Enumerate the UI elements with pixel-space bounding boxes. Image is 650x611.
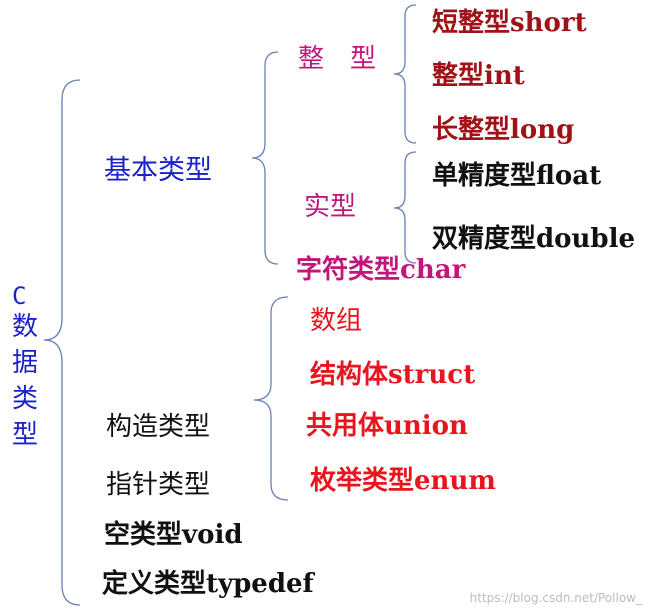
root-brace bbox=[43, 79, 81, 606]
root-label-xing: 型 bbox=[12, 420, 39, 450]
float-type-label: 单精度型float bbox=[432, 161, 602, 191]
constructed-types-label: 构造类型 bbox=[106, 412, 211, 442]
array-type-label: 数组 bbox=[310, 306, 363, 336]
enum-type-label: 枚举类型enum bbox=[310, 466, 496, 496]
long-type-label: 长整型long bbox=[432, 115, 575, 145]
root-label-lei: 类 bbox=[12, 384, 39, 414]
pointer-types-label: 指针类型 bbox=[106, 470, 211, 500]
root-label-ju: 据 bbox=[12, 348, 39, 378]
integer-types-label: 整 型 bbox=[298, 44, 377, 74]
short-type-label: 短整型short bbox=[432, 8, 587, 38]
root-label-c: C bbox=[12, 282, 27, 310]
integer-brace bbox=[393, 4, 417, 144]
double-type-label: 双精度型double bbox=[432, 224, 636, 254]
int-type-label: 整型int bbox=[432, 61, 525, 91]
basic-types-label: 基本类型 bbox=[104, 155, 212, 186]
void-type-label: 空类型void bbox=[104, 520, 243, 550]
typedef-label: 定义类型typedef bbox=[102, 569, 314, 599]
constructed-brace bbox=[253, 296, 289, 501]
struct-type-label: 结构体struct bbox=[310, 360, 476, 390]
union-type-label: 共用体union bbox=[306, 411, 468, 441]
char-type-label: 字符类型char bbox=[296, 255, 466, 285]
root-label-shu: 数 bbox=[12, 312, 39, 342]
basic-brace bbox=[251, 51, 279, 265]
real-types-label: 实型 bbox=[304, 192, 357, 222]
real-brace bbox=[393, 151, 417, 264]
watermark-text: https://blog.csdn.net/Pollow_ bbox=[469, 591, 642, 605]
